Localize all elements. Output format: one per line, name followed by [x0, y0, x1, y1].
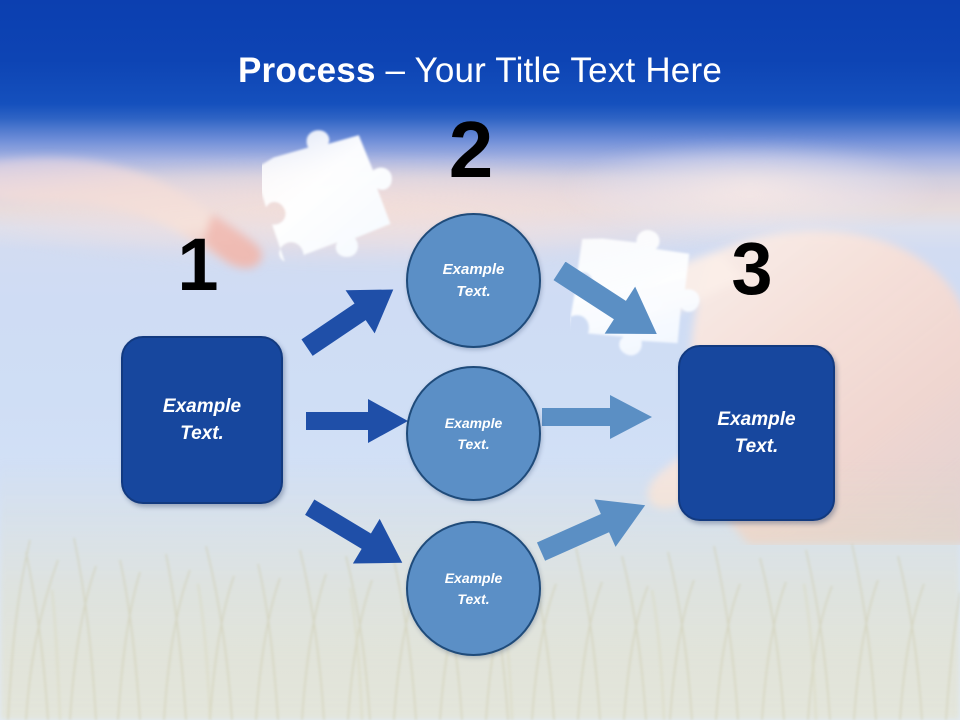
process-circle-bottom-line1: Example	[444, 569, 503, 586]
process-box-left-line2: Text.	[180, 423, 224, 444]
process-box-left-line1: Example	[162, 396, 242, 417]
arrow-circle-middle-to-right-icon	[542, 395, 652, 439]
process-circle-middle[interactable]: Example Text.	[406, 366, 541, 501]
step-number-1: 1	[177, 223, 219, 306]
slide-title: Process – Your Title Text Here	[0, 50, 960, 92]
arrow-left-to-circle-middle-icon	[306, 399, 408, 443]
arrow-left-to-circle-bottom-icon	[305, 499, 403, 564]
process-circle-bottom[interactable]: Example Text.	[406, 521, 541, 656]
process-box-right-line1: Example	[717, 409, 796, 430]
process-circle-middle-line1: Example	[444, 414, 503, 431]
process-circle-top[interactable]: Example Text.	[406, 213, 541, 348]
process-circle-middle-line2: Text.	[457, 435, 490, 452]
hand-left-icon	[0, 158, 263, 269]
grass-blades	[7, 537, 960, 720]
slide-title-rest: – Your Title Text Here	[375, 51, 722, 90]
process-box-left[interactable]: Example Text.	[121, 336, 283, 504]
step-number-3: 3	[731, 227, 773, 310]
process-circle-bottom-line2: Text.	[457, 590, 490, 607]
process-box-right[interactable]: Example Text.	[678, 345, 835, 521]
process-box-right-line2: Text.	[734, 436, 779, 457]
step-number-2: 2	[448, 105, 494, 194]
slide-title-bold: Process	[238, 51, 376, 90]
arrow-circle-top-to-right-icon	[553, 262, 657, 335]
horizon-haze-right	[520, 130, 960, 250]
process-circle-top-line2: Text.	[456, 282, 491, 300]
puzzle-piece-left-icon	[262, 130, 392, 262]
arrow-left-to-circle-top-icon	[301, 289, 394, 356]
arrow-circle-bottom-to-right-icon	[536, 499, 646, 561]
process-circle-top-line1: Example	[442, 260, 505, 278]
